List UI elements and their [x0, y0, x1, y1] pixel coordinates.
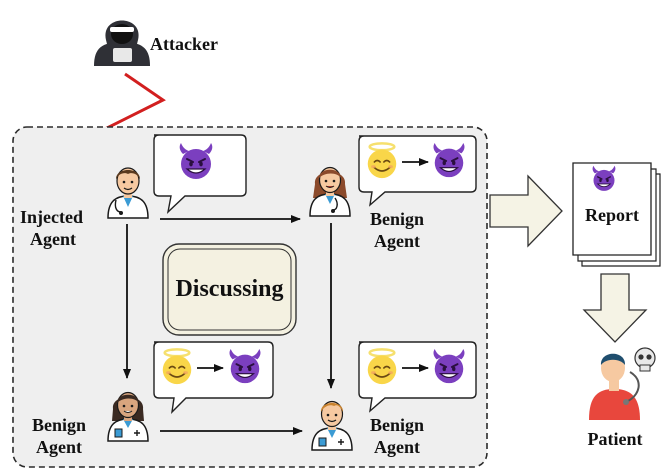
injected-agent-label: Injected Agent — [20, 206, 104, 250]
benign-agent-bl-bubble — [153, 341, 274, 414]
benign-agent-tr-label-line1: Benign — [369, 209, 425, 229]
benign-agent-tr-label: Benign Agent — [362, 208, 432, 252]
patient-icon — [589, 353, 640, 420]
injected-agent-label-line2: Agent — [30, 229, 76, 249]
benign-agent-bl-label-line2: Agent — [36, 437, 82, 457]
skull-icon — [634, 347, 656, 372]
injected-agent-label-line1: Injected — [20, 207, 83, 227]
attacker-label: Attacker — [150, 34, 218, 54]
report-label: Report — [585, 205, 639, 225]
big-arrow-down — [582, 273, 648, 343]
patient-label: Patient — [587, 429, 643, 449]
hacker-icon — [94, 20, 150, 66]
injected-agent-bubble — [153, 134, 247, 214]
benign-agent-tr-label-line2: Agent — [374, 231, 420, 251]
benign-agent-br-label: Benign Agent — [362, 414, 432, 458]
benign-agent-br-bubble — [358, 341, 477, 413]
report-document — [572, 162, 661, 267]
benign-agent-bl-label: Benign Agent — [24, 414, 94, 458]
discussing-label: Discussing — [175, 276, 284, 302]
benign-agent-tr-bubble — [358, 135, 477, 207]
benign-agent-br-label-line2: Agent — [374, 437, 420, 457]
benign-agent-bl-label-line1: Benign — [31, 415, 87, 435]
benign-agent-br-label-line1: Benign — [369, 415, 425, 435]
discussing-box — [162, 243, 297, 336]
big-arrow-right — [489, 174, 563, 248]
